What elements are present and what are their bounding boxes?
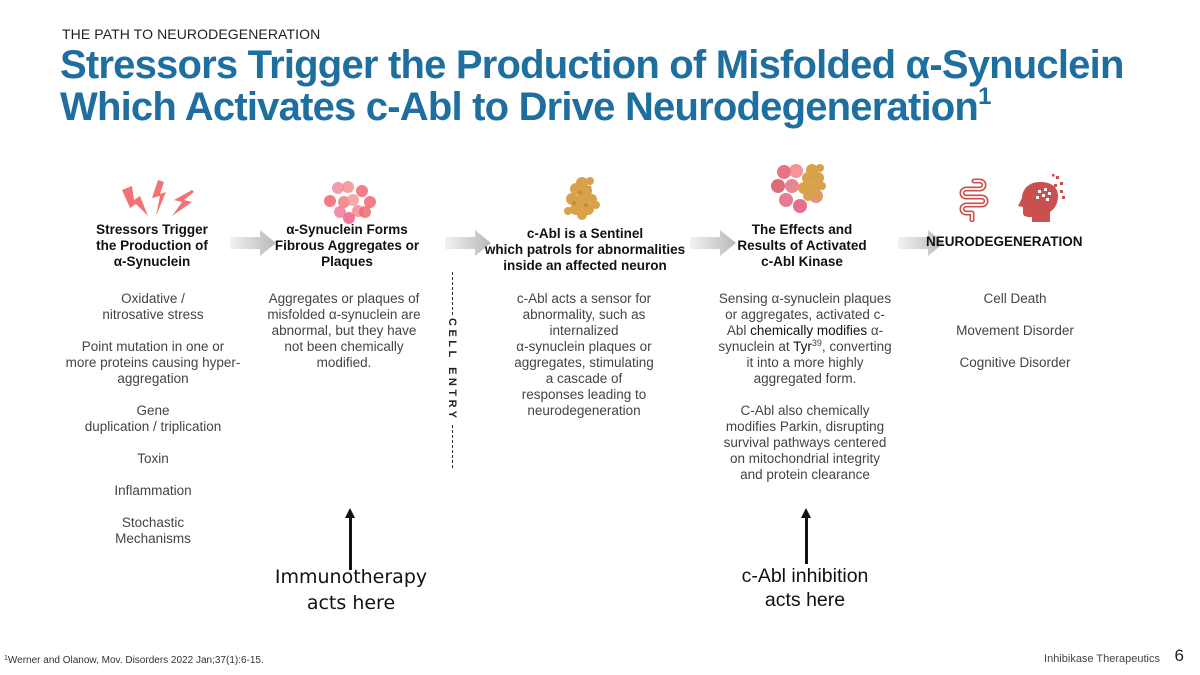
stressor-item: Toxin	[137, 451, 169, 466]
stage-body: Oxidative / nitrosative stress Point mut…	[48, 291, 258, 563]
brain-head-degeneration-icon	[1018, 174, 1065, 222]
protein-aggregate-icon	[324, 181, 376, 224]
c-abl-inhibition-note: c-Abl inhibition acts here	[741, 565, 869, 611]
stressor-item: Stochastic Mechanisms	[115, 515, 191, 546]
stressor-item: Inflammation	[114, 483, 192, 498]
section-eyebrow: THE PATH TO NEURODEGENERATION	[62, 26, 321, 42]
stage-heading: c-Abl is a Sentinel which patrols for ab…	[484, 226, 686, 273]
effect-paragraph: C-Abl also chemically modifies Parkin, d…	[723, 403, 887, 482]
title-line-2: Which Activates c-Abl to Drive Neurodege…	[60, 83, 991, 129]
outcome-item: Cognitive Disorder	[959, 355, 1071, 370]
lightning-bolts-icon	[122, 180, 194, 216]
stage-body: c-Abl acts a sensor for abnormality, suc…	[514, 291, 654, 418]
footnote-citation: 1Werner and Olanow, Mov. Disorders 2022 …	[4, 655, 264, 666]
title-line-1: Stressors Trigger the Production of Misf…	[60, 43, 1124, 87]
effect-paragraph: Sensing α-synuclein plaques or aggregate…	[718, 291, 892, 386]
immunotherapy-pointer-arrow	[345, 508, 355, 570]
immunotherapy-note: Immunotherapy acts here	[274, 566, 428, 614]
stage-heading: α-Synuclein Forms Fibrous Aggregates or …	[274, 222, 420, 269]
outcome-item: Movement Disorder	[956, 323, 1074, 338]
company-name: Inhibikase Therapeutics	[1044, 653, 1160, 665]
page-number: 6	[1174, 646, 1184, 665]
stressor-item: Gene duplication / triplication	[84, 403, 222, 434]
intestine-icon	[959, 178, 989, 222]
stage-heading: The Effects and Results of Activated c-A…	[737, 222, 867, 269]
flow-arrow-icon	[230, 230, 276, 256]
stage-heading: NEURODEGENERATION	[926, 234, 1083, 249]
c-abl-protein-icon	[564, 177, 600, 220]
stage-body: Aggregates or plaques of misfolded α-syn…	[267, 291, 421, 370]
cell-entry-divider: CELL ENTRY	[444, 272, 460, 469]
cell-entry-label: CELL ENTRY	[446, 318, 458, 422]
slide-title: Stressors Trigger the Production of Misf…	[60, 44, 1124, 128]
c-abl-inhibition-pointer-arrow	[801, 508, 811, 564]
stage-body: Cell Death Movement Disorder Cognitive D…	[930, 291, 1100, 387]
flow-arrow-icon	[690, 230, 736, 256]
activated-c-abl-icon	[771, 164, 826, 213]
stage-heading: Stressors Trigger the Production of α-Sy…	[96, 222, 208, 269]
outcome-item: Cell Death	[983, 291, 1047, 306]
title-footnote-marker: 1	[978, 83, 991, 110]
stage-body: Sensing α-synuclein plaques or aggregate…	[700, 291, 910, 499]
stressor-item: Point mutation in one or more proteins c…	[65, 339, 241, 386]
flow-arrow-icon	[445, 230, 491, 256]
stressor-item: Oxidative / nitrosative stress	[102, 291, 204, 322]
flow-arrow-icon	[898, 230, 944, 256]
